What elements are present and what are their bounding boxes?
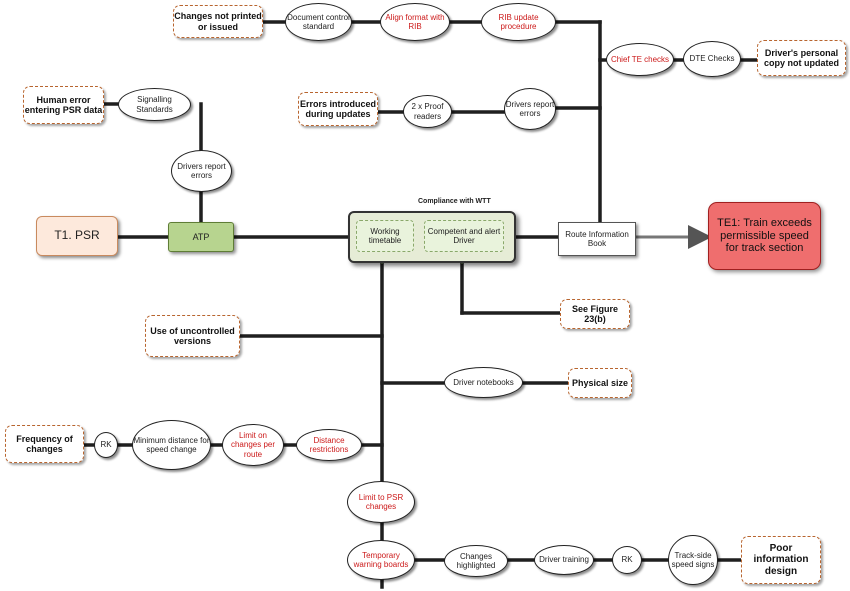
changes-not-printed-label: Changes not printed or issued xyxy=(174,11,262,32)
frequency-changes-label: Frequency of changes xyxy=(16,433,73,454)
changes-highlighted-node: Changes highlighted xyxy=(444,545,508,577)
signalling-standards-label: Signalling Standards xyxy=(136,95,173,114)
document-control-label: Document control standard xyxy=(287,12,350,31)
route-information-book-box: Route Information Book xyxy=(558,222,636,256)
competent-driver-box: Competent and alert Driver xyxy=(424,220,504,252)
errors-introduced-box: Errors introduced during updates xyxy=(298,92,378,126)
drivers-personal-copy-label: Driver's personal copy not updated xyxy=(764,47,839,68)
frequency-changes-box: Frequency of changes xyxy=(5,425,84,463)
trackside-signs-node: Track-side speed signs xyxy=(668,535,718,585)
rib-update-label: RIB update procedure xyxy=(498,12,539,31)
proof-readers-node: 2 x Proof readers xyxy=(403,95,452,128)
atp-box: ATP xyxy=(168,222,234,252)
use-uncontrolled-label: Use of uncontrolled versions xyxy=(150,325,235,346)
changes-highlighted-label: Changes highlighted xyxy=(456,551,496,570)
human-error-label: Human error entering PSR data xyxy=(24,94,103,115)
see-figure-label: See Figure 23(b) xyxy=(571,303,618,324)
rk-left-label: RK xyxy=(100,440,112,450)
te1-label: TE1: Train exceeds permissible speed for… xyxy=(717,217,812,255)
errors-introduced-label: Errors introduced during updates xyxy=(299,98,376,119)
chief-te-checks-label: Chief TE checks xyxy=(610,54,670,64)
temporary-warning-label: Temporary warning boards xyxy=(353,550,409,569)
dte-checks-label: DTE Checks xyxy=(689,54,735,64)
align-format-label: Align format with RIB xyxy=(385,12,445,31)
trackside-signs-label: Track-side speed signs xyxy=(671,550,715,569)
limit-psr-changes-label: Limit to PSR changes xyxy=(358,492,404,511)
dte-checks-node: DTE Checks xyxy=(683,41,741,77)
drivers-report-errors-top-label: Drivers report errors xyxy=(505,99,555,118)
atp-label: ATP xyxy=(192,231,210,242)
t1-psr-label: T1. PSR xyxy=(54,228,100,243)
driver-training-label: Driver training xyxy=(539,555,589,565)
driver-notebooks-label: Driver notebooks xyxy=(453,377,514,387)
rk-bottom-label: RK xyxy=(621,555,633,565)
t1-psr-box: T1. PSR xyxy=(36,216,118,256)
use-uncontrolled-box: Use of uncontrolled versions xyxy=(145,315,240,357)
changes-not-printed-box: Changes not printed or issued xyxy=(173,5,263,38)
limit-changes-route-label: Limit on changes per route xyxy=(230,431,276,459)
drivers-report-errors-left-node: Drivers report errors xyxy=(171,150,232,192)
drivers-personal-copy-box: Driver's personal copy not updated xyxy=(757,40,846,76)
route-information-book-label: Route Information Book xyxy=(565,229,629,248)
minimum-distance-label: Minimum distance for speed change xyxy=(133,435,210,454)
poor-information-box: Poor information design xyxy=(741,536,821,584)
limit-psr-changes-node: Limit to PSR changes xyxy=(347,481,415,523)
rk-bottom-node: RK xyxy=(612,546,642,574)
document-control-node: Document control standard xyxy=(285,3,352,41)
human-error-box: Human error entering PSR data xyxy=(23,86,104,124)
distance-restrictions-node: Distance restrictions xyxy=(296,429,362,461)
driver-notebooks-node: Driver notebooks xyxy=(444,367,523,398)
competent-driver-label: Competent and alert Driver xyxy=(427,226,501,245)
proof-readers-label: 2 x Proof readers xyxy=(411,102,444,121)
compliance-title: Compliance with WTT xyxy=(418,198,491,205)
poor-information-label: Poor information design xyxy=(753,542,809,577)
minimum-distance-node: Minimum distance for speed change xyxy=(132,420,211,470)
te1-box: TE1: Train exceeds permissible speed for… xyxy=(708,202,821,270)
working-timetable-box: Working timetable xyxy=(356,220,414,252)
align-format-node: Align format with RIB xyxy=(380,3,450,41)
limit-changes-route-node: Limit on changes per route xyxy=(222,424,284,466)
drivers-report-errors-left-label: Drivers report errors xyxy=(177,161,226,180)
signalling-standards-node: Signalling Standards xyxy=(118,88,191,121)
temporary-warning-node: Temporary warning boards xyxy=(347,540,415,580)
physical-size-box: Physical size xyxy=(568,368,632,398)
drivers-report-errors-top-node: Drivers report errors xyxy=(504,88,556,130)
see-figure-box: See Figure 23(b) xyxy=(560,299,630,329)
rib-update-node: RIB update procedure xyxy=(481,3,556,41)
chief-te-checks-node: Chief TE checks xyxy=(606,43,674,76)
driver-training-node: Driver training xyxy=(534,545,594,575)
rk-left-node: RK xyxy=(94,432,118,458)
working-timetable-label: Working timetable xyxy=(368,226,402,245)
distance-restrictions-label: Distance restrictions xyxy=(309,435,349,454)
physical-size-label: Physical size xyxy=(571,377,629,388)
